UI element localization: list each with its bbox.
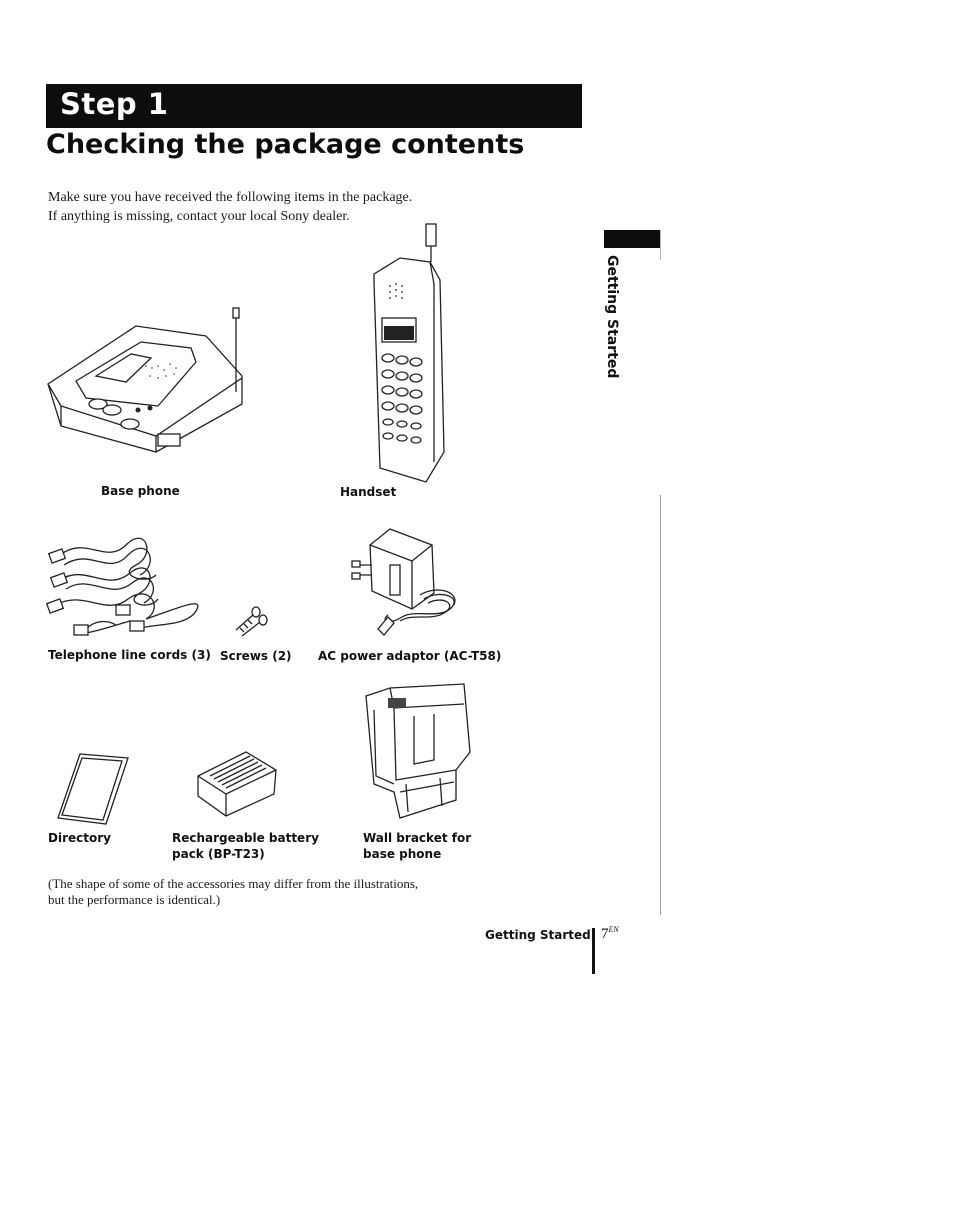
- intro-line-1: Make sure you have received the followin…: [48, 190, 413, 205]
- item-caption-handset: Handset: [340, 485, 397, 499]
- telephone-line-cords-illustration: [45, 537, 199, 636]
- page-number: 7EN: [601, 925, 619, 943]
- screws-illustration: [235, 606, 268, 637]
- note-line-2: but the performance is identical.): [48, 892, 221, 907]
- handset-illustration: [373, 223, 445, 483]
- item-caption-battery-pack: Rechargeable battery pack (BP-T23): [172, 830, 319, 862]
- item-caption-ac-power-adaptor: AC power adaptor (AC-T58): [318, 649, 502, 663]
- item-caption-wall-bracket: Wall bracket for base phone: [363, 830, 471, 862]
- section-tab-marker: [604, 230, 660, 248]
- page-title: Checking the package contents: [46, 129, 525, 160]
- footer-section-name: Getting Started: [485, 928, 591, 942]
- margin-rule: [660, 230, 661, 260]
- footer-rule: [592, 928, 595, 974]
- item-caption-telephone-line-cords: Telephone line cords (3): [48, 648, 211, 662]
- wall-bracket-illustration: [365, 683, 471, 819]
- intro-text: Make sure you have received the followin…: [48, 188, 412, 226]
- step-label: Step 1: [60, 87, 169, 121]
- rechargeable-battery-pack-illustration: [197, 751, 277, 817]
- item-caption-directory: Directory: [48, 831, 111, 845]
- base-phone-illustration: [47, 307, 243, 453]
- wall-bracket-label-line-2: base phone: [363, 847, 442, 861]
- page-number-value: 7: [601, 926, 609, 942]
- battery-pack-label-line-2: pack (BP-T23): [172, 847, 265, 861]
- step-banner: Step 1: [46, 84, 582, 128]
- directory-illustration: [57, 753, 129, 825]
- item-caption-base-phone: Base phone: [101, 484, 180, 498]
- ac-power-adaptor-illustration: [351, 528, 456, 636]
- item-caption-screws: Screws (2): [220, 649, 292, 663]
- wall-bracket-label-line-1: Wall bracket for: [363, 831, 472, 845]
- note-line-1: (The shape of some of the accessories ma…: [48, 876, 419, 891]
- battery-pack-label-line-1: Rechargeable battery: [172, 831, 319, 845]
- intro-line-2: If anything is missing, contact your loc…: [48, 209, 350, 224]
- page-number-suffix: EN: [608, 925, 619, 934]
- margin-rule-lower: [660, 495, 661, 915]
- accessories-note: (The shape of some of the accessories ma…: [48, 876, 418, 908]
- section-tab-label: Getting Started: [604, 255, 620, 379]
